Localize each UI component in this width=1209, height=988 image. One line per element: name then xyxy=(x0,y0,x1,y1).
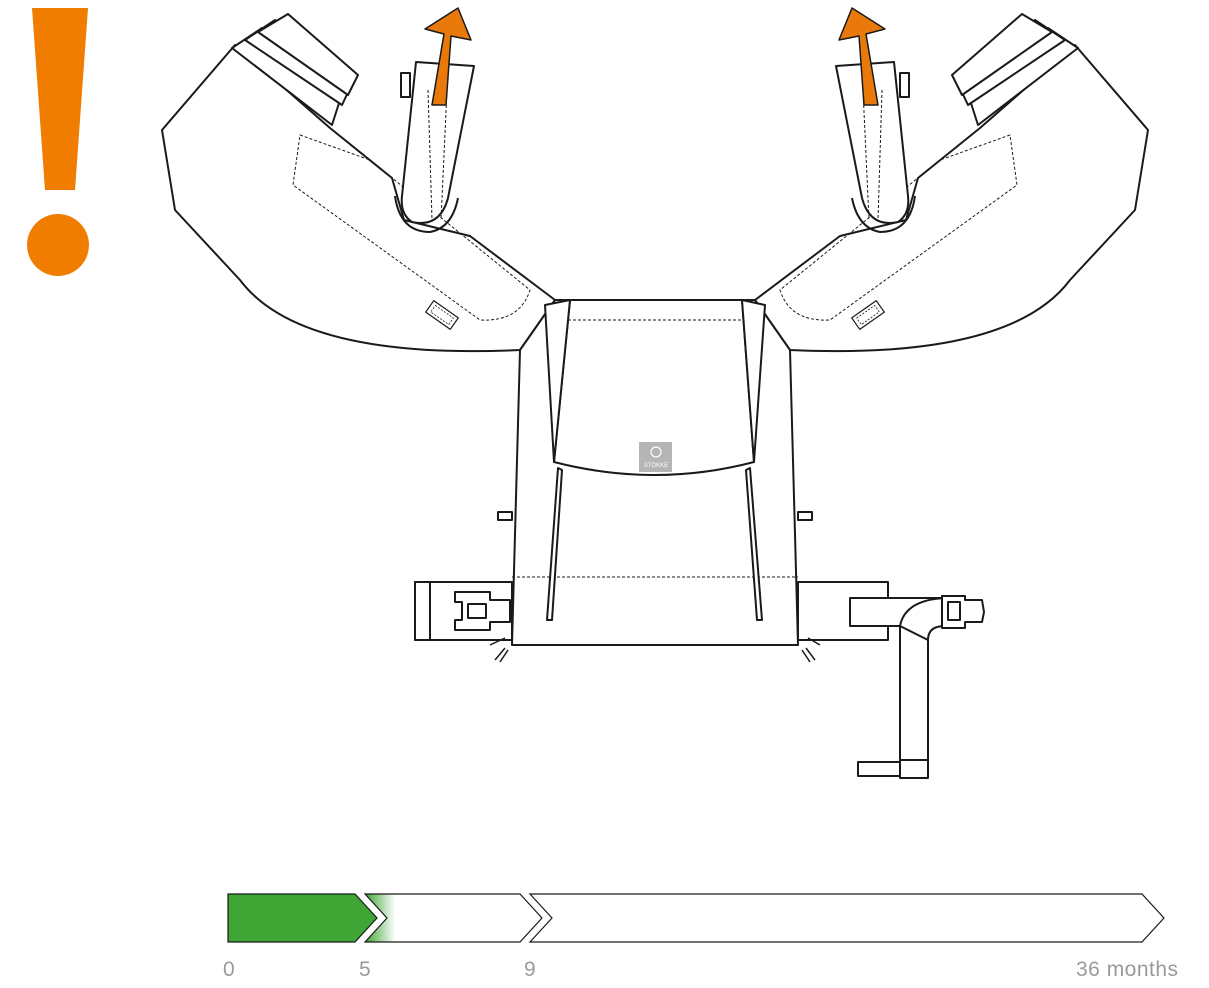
right-up-arrow xyxy=(838,7,886,106)
hood-panel xyxy=(544,299,766,621)
waist-belt xyxy=(414,581,889,663)
left-up-arrow xyxy=(424,7,472,106)
right-shoulder-strap xyxy=(754,13,1149,353)
logo-text: STOKKE xyxy=(644,463,668,469)
timeline-fade xyxy=(365,894,420,942)
timeline-segment-0-5 xyxy=(227,893,378,943)
left-shoulder-strap xyxy=(161,13,556,353)
timeline-segment-5-9 xyxy=(363,893,543,943)
timeline-label-9: 9 xyxy=(524,958,537,981)
age-timeline xyxy=(227,893,1165,943)
timeline-label-5: 5 xyxy=(359,958,372,981)
belt-strap xyxy=(849,595,985,779)
stork-icon: STOKKE xyxy=(639,442,672,472)
right-pull-tab xyxy=(835,7,916,233)
timeline-segment-9-36 xyxy=(528,893,1165,943)
exclamation-icon xyxy=(27,8,89,276)
timeline-label-36: 36 months xyxy=(1076,958,1179,981)
timeline-label-0: 0 xyxy=(223,958,236,981)
left-pull-tab xyxy=(394,7,475,233)
